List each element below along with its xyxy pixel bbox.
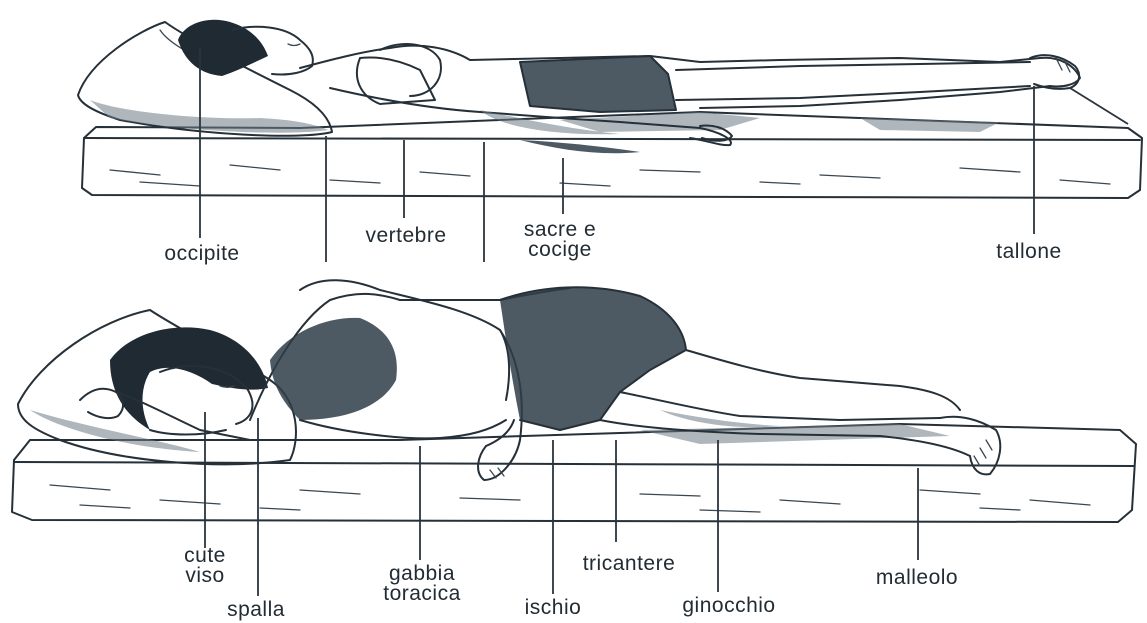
label-spalla: spalla: [208, 600, 304, 620]
label-vertebre: vertebre: [344, 226, 468, 246]
bottom-head: [80, 327, 268, 440]
label-ginocchio: ginocchio: [654, 596, 804, 616]
label-tallone: tallone: [976, 242, 1082, 262]
label-sacre-cocige: sacre e cocige: [500, 220, 620, 260]
bottom-mattress: [12, 424, 1136, 522]
bottom-shorts: [500, 287, 686, 430]
label-malleolo: malleolo: [852, 568, 982, 588]
bottom-legs: [600, 350, 1000, 474]
top-body: [300, 44, 1080, 153]
label-gabbia-toracica: gabbia toracica: [352, 564, 492, 604]
label-occipite: occipite: [142, 244, 262, 264]
leader-heel-edge: [1070, 88, 1128, 124]
label-ischio: ischio: [500, 598, 606, 618]
label-tricantere: tricantere: [556, 554, 702, 574]
label-cute-viso: cute viso: [160, 546, 250, 586]
